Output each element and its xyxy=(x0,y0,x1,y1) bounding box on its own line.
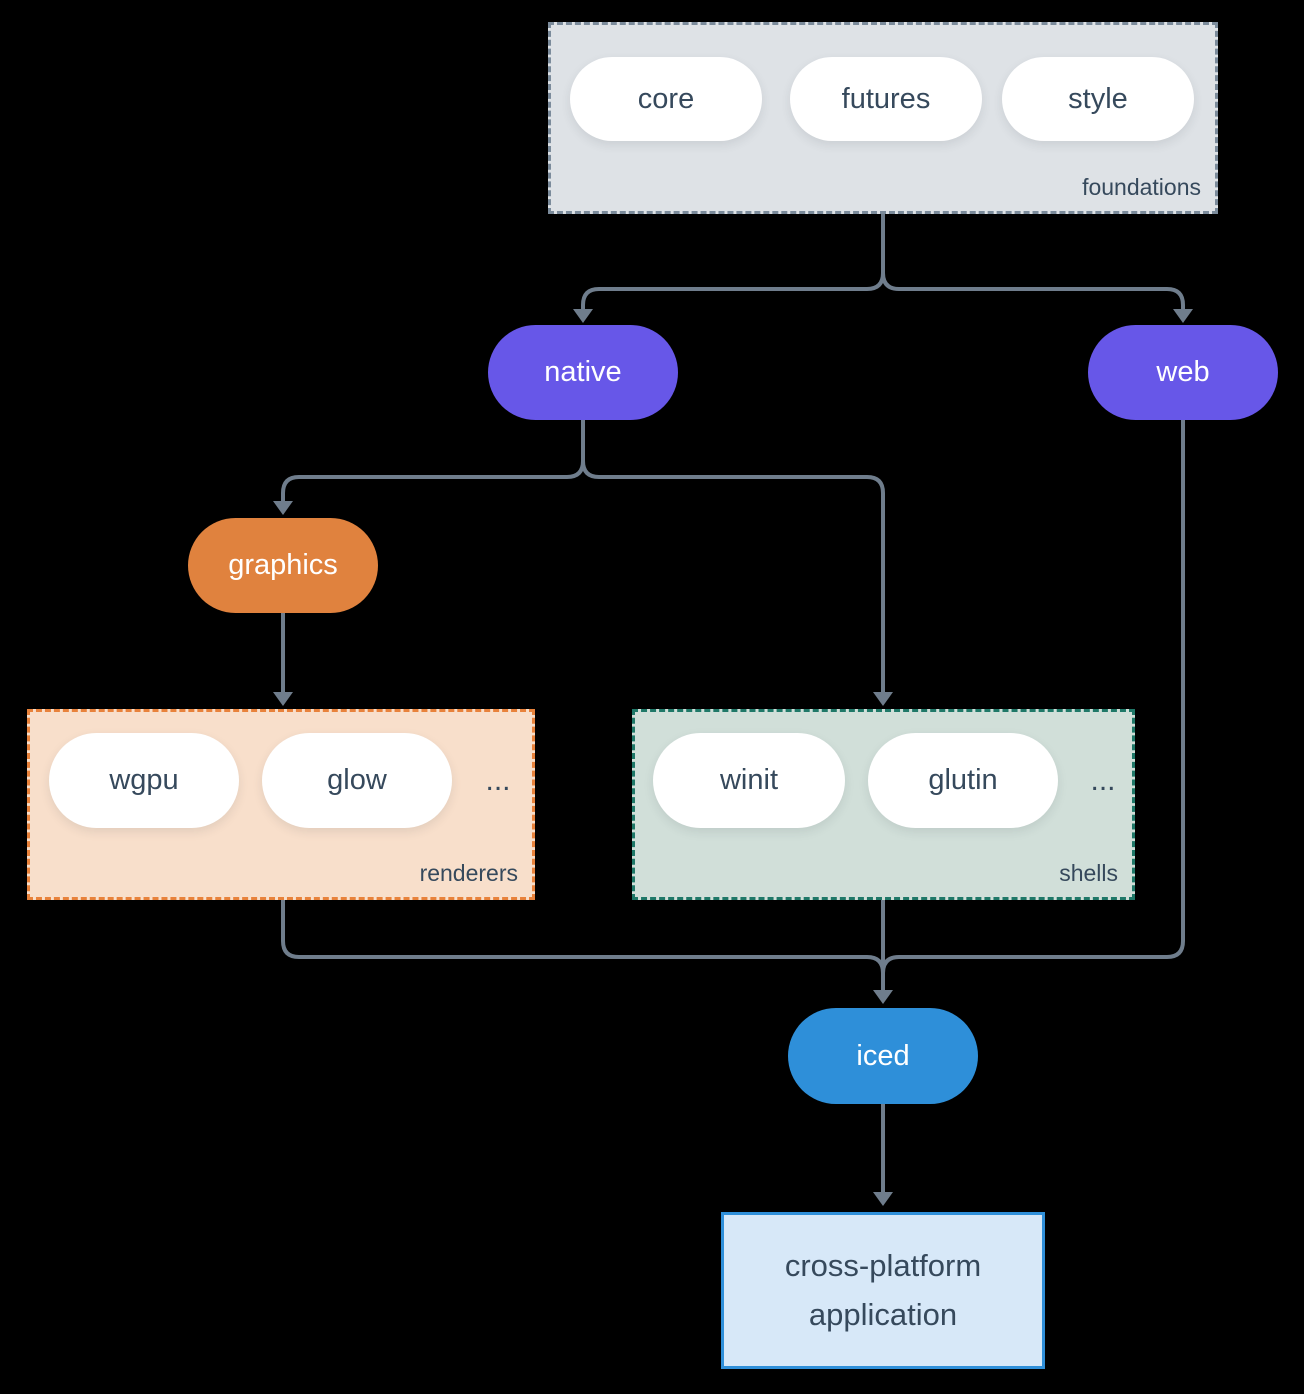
edge-foundations-to-web xyxy=(881,272,1185,309)
node-style: style xyxy=(1002,57,1194,141)
node-glow: glow xyxy=(262,733,452,828)
arrowhead-native xyxy=(573,309,593,323)
node-winit: winit xyxy=(653,733,845,828)
renderers-label: renderers xyxy=(419,860,518,886)
arrowhead-application xyxy=(873,1192,893,1206)
shells-group: winit glutin ... shells xyxy=(632,709,1135,900)
renderers-ellipsis: ... xyxy=(485,763,511,797)
edge-renderers-to-iced xyxy=(281,900,885,974)
renderers-group: wgpu glow ... renderers xyxy=(27,709,535,900)
foundations-label: foundations xyxy=(1082,174,1201,200)
node-wgpu: wgpu xyxy=(49,733,239,828)
node-iced: iced xyxy=(788,1008,978,1104)
application-line-2: application xyxy=(808,1296,958,1332)
arrowhead-shells xyxy=(873,692,893,706)
edge-foundations-to-native xyxy=(581,272,885,309)
arrowhead-web xyxy=(1173,309,1193,323)
node-core: core xyxy=(570,57,762,141)
node-graphics: graphics xyxy=(188,518,378,613)
shells-label: shells xyxy=(1059,860,1118,886)
arrowhead-graphics xyxy=(273,501,293,515)
node-glutin: glutin xyxy=(868,733,1058,828)
arrowhead-renderers xyxy=(273,692,293,706)
shells-ellipsis: ... xyxy=(1090,763,1116,797)
node-native: native xyxy=(488,325,678,420)
arrowhead-iced xyxy=(873,990,893,1004)
edge-native-to-graphics xyxy=(281,460,585,501)
edge-native-to-shells xyxy=(581,460,885,692)
application-line-1: cross-platform xyxy=(784,1248,982,1284)
foundations-group: core futures style foundations xyxy=(548,22,1218,214)
node-web: web xyxy=(1088,325,1278,420)
node-futures: futures xyxy=(790,57,982,141)
application-node: cross-platform application xyxy=(721,1212,1045,1369)
